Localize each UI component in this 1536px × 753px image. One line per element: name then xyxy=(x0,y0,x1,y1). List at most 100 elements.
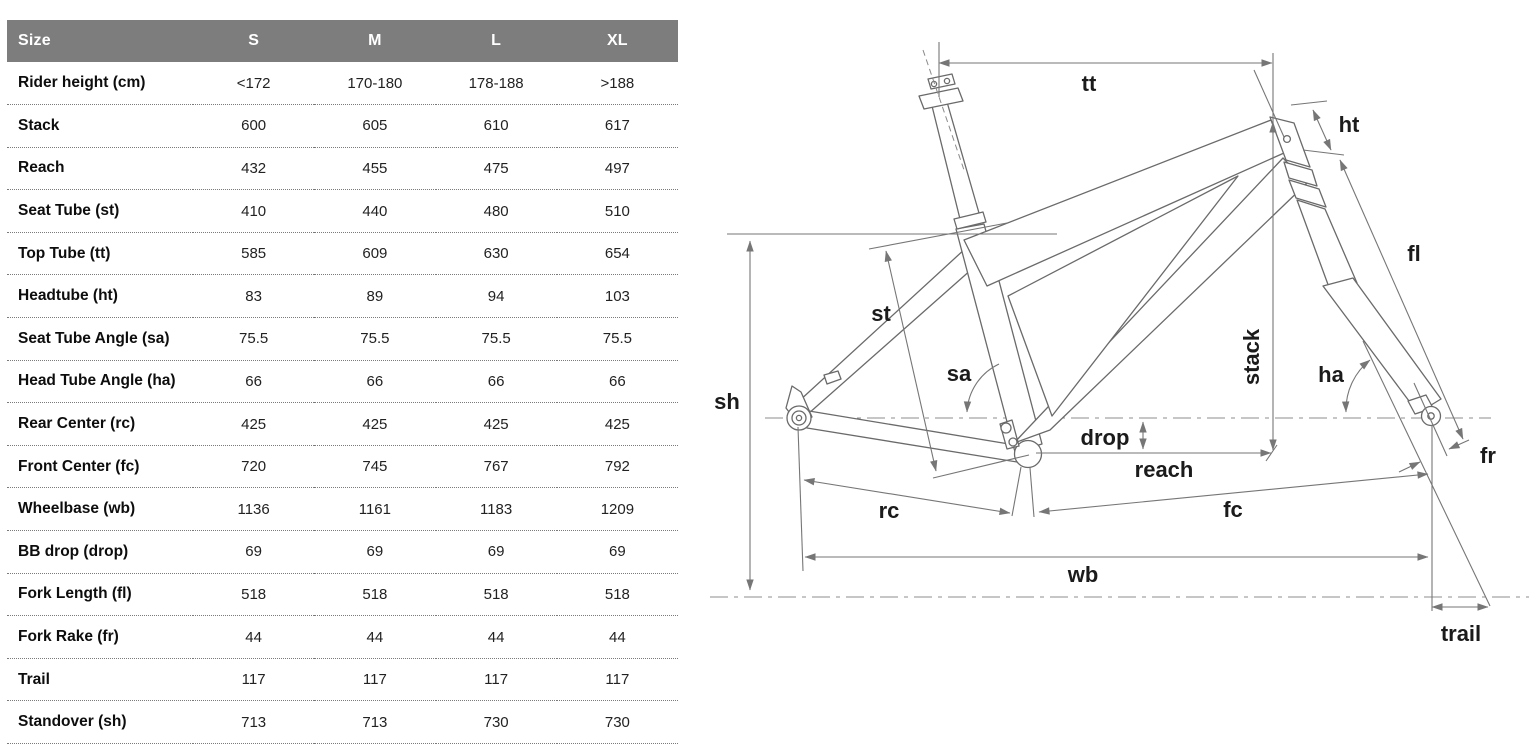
row-value: 720 xyxy=(241,458,267,476)
dimension-lines xyxy=(727,42,1491,611)
row-value: 1136 xyxy=(237,500,270,518)
row-value: 117 xyxy=(605,671,630,689)
rear-axle-extension xyxy=(797,426,804,572)
row-value: 730 xyxy=(483,713,509,731)
ht-dimension-line xyxy=(1312,109,1332,151)
row-value: 745 xyxy=(362,458,388,476)
fl-dimension-line xyxy=(1339,159,1464,440)
chain-guide-lower xyxy=(1008,437,1018,447)
seat-tube-shape xyxy=(955,223,1043,453)
row-value: 455 xyxy=(362,159,388,177)
rear-axle-center xyxy=(795,414,803,422)
label-rc: rc xyxy=(879,498,900,523)
label-stack: stack xyxy=(1239,328,1264,385)
row-value: 178-188 xyxy=(468,74,524,92)
label-trail: trail xyxy=(1441,621,1481,646)
row-label: Front Center (fc) xyxy=(18,457,140,475)
chain-guide-upper xyxy=(1000,422,1012,434)
row-value: 792 xyxy=(604,458,630,476)
label-fc: fc xyxy=(1223,497,1243,522)
row-value: 518 xyxy=(604,585,630,603)
label-ht: ht xyxy=(1339,112,1360,137)
row-value: 425 xyxy=(362,415,388,433)
fc-dimension-line xyxy=(1038,471,1429,515)
row-value: 713 xyxy=(362,713,388,731)
row-value: 69 xyxy=(609,543,626,561)
st-top-extension xyxy=(868,222,1008,250)
row-value: 66 xyxy=(487,372,505,390)
label-reach: reach xyxy=(1135,457,1194,482)
label-fr: fr xyxy=(1480,443,1496,468)
row-value: 117 xyxy=(241,671,266,689)
row-value: 83 xyxy=(245,287,262,305)
fork-lower-leg xyxy=(1322,277,1442,414)
row-value: 600 xyxy=(241,117,267,135)
head-tube-bolt xyxy=(1282,134,1292,144)
row-value: 617 xyxy=(604,117,630,135)
label-st: st xyxy=(871,301,891,326)
row-value: 66 xyxy=(366,372,384,390)
row-value: 44 xyxy=(487,628,505,646)
ht-top-extension xyxy=(1290,100,1328,106)
row-value: 94 xyxy=(487,287,505,305)
row-value: 75.5 xyxy=(239,330,269,348)
row-value: 518 xyxy=(362,585,388,603)
reach-end-tick xyxy=(1265,444,1278,462)
row-label: Seat Tube (st) xyxy=(18,202,120,220)
row-value: 440 xyxy=(362,202,388,220)
row-value: 425 xyxy=(604,415,630,433)
row-value: 44 xyxy=(245,628,262,646)
seatpost-axis-dashed xyxy=(922,49,965,171)
row-label: Rider height (cm) xyxy=(18,74,146,92)
row-value: 69 xyxy=(366,543,384,561)
row-value: 89 xyxy=(366,287,384,305)
row-label: Rear Center (rc) xyxy=(18,415,136,433)
saddle-clamp-body xyxy=(918,87,964,110)
col-header-s: S xyxy=(193,20,315,62)
row-value: 410 xyxy=(241,202,267,220)
row-value: 1209 xyxy=(600,500,635,518)
label-drop: drop xyxy=(1081,425,1130,450)
seat-stay-brake-tab xyxy=(823,370,842,385)
row-value: 425 xyxy=(241,415,267,433)
row-value: 497 xyxy=(604,159,630,177)
row-value: >188 xyxy=(600,74,635,92)
col-header-xl: XL xyxy=(556,20,678,62)
label-fl: fl xyxy=(1407,241,1420,266)
row-label: Top Tube (tt) xyxy=(18,244,111,262)
seat-tube-extension-a xyxy=(1011,466,1022,517)
bottom-bracket xyxy=(1013,439,1043,469)
row-value: 66 xyxy=(245,372,262,390)
row-value: 609 xyxy=(362,245,388,263)
row-value: 75.5 xyxy=(481,330,511,348)
front-triangle-opening xyxy=(1007,175,1239,417)
bike-geometry-diagram: tt ht fl st sa stack ha sh drop reach fr… xyxy=(710,42,1529,646)
row-label: Wheelbase (wb) xyxy=(18,500,136,518)
row-value: 610 xyxy=(483,117,509,135)
row-value: 518 xyxy=(241,585,267,603)
row-value: 630 xyxy=(483,245,509,263)
row-value: 117 xyxy=(362,671,387,689)
head-tube-shape xyxy=(1269,116,1311,168)
row-label: Fork Length (fl) xyxy=(18,585,132,603)
row-value: 767 xyxy=(483,458,509,476)
label-sa: sa xyxy=(947,361,972,386)
row-label: Standover (sh) xyxy=(18,713,127,731)
row-value: 510 xyxy=(604,202,630,220)
row-value: 1161 xyxy=(358,500,391,518)
fork-crown xyxy=(1288,179,1327,208)
row-value: 1183 xyxy=(479,500,513,518)
row-label: Trail xyxy=(18,670,50,688)
row-label: Fork Rake (fr) xyxy=(18,628,119,646)
